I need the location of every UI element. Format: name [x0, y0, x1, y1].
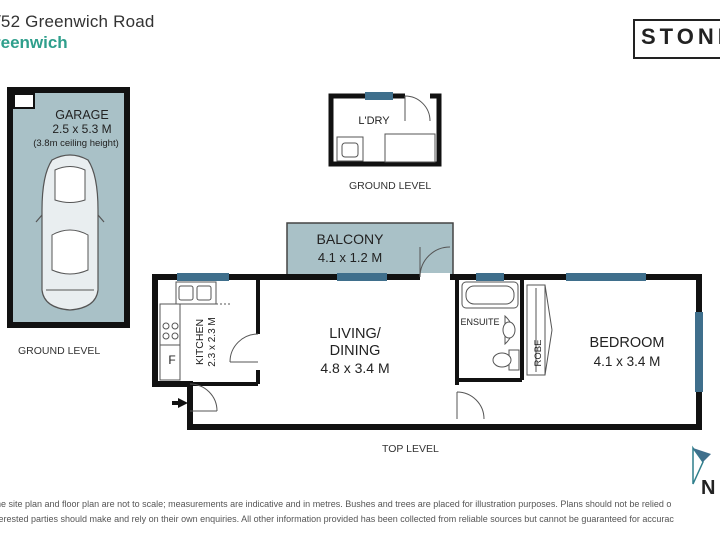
bedroom-size: 4.1 x 3.4 M — [594, 354, 661, 369]
bedroom-name: BEDROOM — [590, 335, 665, 351]
garage-plan — [7, 87, 130, 328]
balcony-size: 4.1 x 1.2 M — [318, 250, 382, 265]
balcony-name: BALCONY — [317, 231, 385, 247]
property-suburb: reenwich — [0, 33, 68, 52]
disclaimer-line-1: he site plan and floor plan are not to s… — [0, 499, 672, 509]
robe-name: ROBE — [533, 340, 544, 367]
living-name-1: LIVING/ — [329, 326, 382, 342]
garage-size: 2.5 x 5.3 M — [52, 122, 111, 136]
entry-arrow-icon — [172, 398, 188, 408]
laundry-level-label: GROUND LEVEL — [349, 180, 432, 192]
property-address: /52 Greenwich Road — [0, 12, 155, 31]
kitchen-size: 2.3 x 2.3 M — [207, 317, 218, 366]
garage-name: GARAGE — [55, 108, 109, 122]
laundry-plan — [328, 92, 442, 167]
brand-logo-frame — [633, 19, 720, 59]
top-level-label: TOP LEVEL — [382, 443, 439, 455]
kitchen-name: KITCHEN — [194, 319, 206, 365]
disclaimer: he site plan and floor plan are not to s… — [0, 497, 720, 527]
car-icon — [35, 154, 105, 311]
top-level-plan — [152, 246, 703, 430]
balcony-plan — [286, 222, 454, 278]
compass-icon — [692, 445, 711, 485]
living-size: 4.8 x 3.4 M — [320, 360, 389, 376]
laundry-name: L'DRY — [358, 115, 390, 127]
garage-level-label: GROUND LEVEL — [18, 345, 101, 357]
fridge-label: F — [168, 353, 175, 367]
north-label: N — [701, 477, 716, 499]
disclaimer-line-2: terested parties should make and rely on… — [0, 514, 674, 524]
garage-note: (3.8m ceiling height) — [33, 138, 119, 149]
brand-logo-text: STONE — [641, 24, 720, 49]
ensuite-name: ENSUITE — [460, 317, 499, 327]
living-name-2: DINING — [330, 343, 381, 359]
